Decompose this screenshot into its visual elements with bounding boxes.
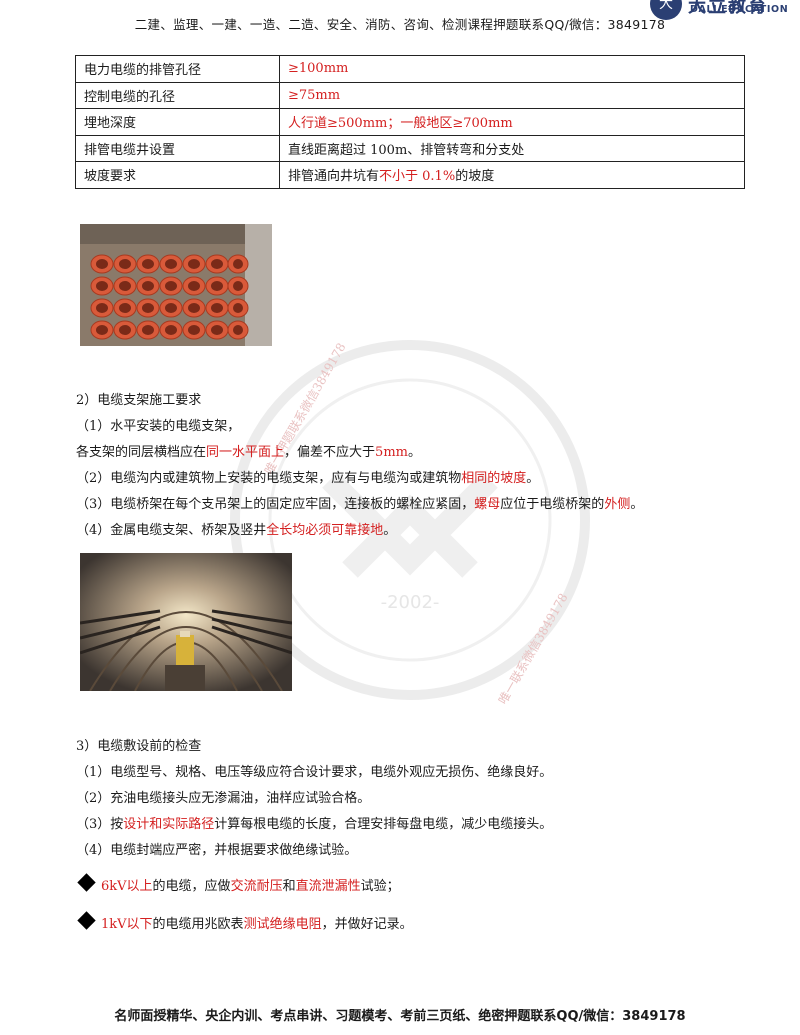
table-cell-value: 人行道≥500mm；一般地区≥700mm xyxy=(279,108,745,136)
section-2-item-4: （4）金属电缆支架、桥架及竖井全长均必须可靠接地。 xyxy=(76,523,397,538)
section-2-item-1: （1）水平安装的电缆支架， xyxy=(76,419,241,434)
bullet-low-voltage: 1kV以下的电缆用兆欧表测试绝缘电阻，并做好记录。 xyxy=(76,911,413,932)
table-cell-key: 排管电缆井设置 xyxy=(75,134,280,162)
table-row: 排管电缆井设置直线距离超过 100m、排管转弯和分支处 xyxy=(75,134,745,162)
table-cell-value: 直线距离超过 100m、排管转弯和分支处 xyxy=(279,134,745,162)
section-2-item-3: （3）电缆桥架在每个支吊架上的固定应牢固，连接板的螺栓应紧固，螺母应位于电缆桥架… xyxy=(76,497,644,512)
table-cell-key: 坡度要求 xyxy=(75,161,280,189)
cable-tunnel-photo xyxy=(80,553,292,691)
table-cell-key: 埋地深度 xyxy=(75,108,280,136)
table-cell-key: 控制电缆的孔径 xyxy=(75,81,280,109)
table-cell-value: ≥100mm xyxy=(279,55,745,83)
table-row: 电力电缆的排管孔径≥100mm xyxy=(75,55,745,83)
page-header: 二建、监理、一建、一造、二造、安全、消防、咨询、检测课程押题联系QQ/微信：38… xyxy=(134,17,666,32)
logo-brand: 大立教育 xyxy=(688,0,768,17)
bullet-high-voltage-text: 6kV以上的电缆，应做交流耐压和直流泄漏性试验； xyxy=(101,879,400,894)
logo-emblem-icon: 大 xyxy=(650,0,682,20)
section-2-title: 2）电缆支架施工要求 xyxy=(76,393,202,408)
table-cell-value: ≥75mm xyxy=(279,81,745,109)
section-3-title: 3）电缆敷设前的检查 xyxy=(76,739,202,754)
duct-pipes-photo xyxy=(80,224,272,346)
watermark-text-2: 唯一联系微信3849178 xyxy=(495,590,571,707)
bullet-high-voltage: 6kV以上的电缆，应做交流耐压和直流泄漏性试验； xyxy=(76,873,400,894)
section-3-item-2: （2）充油电缆接头应无渗漏油，油样应试验合格。 xyxy=(76,791,371,806)
diamond-bullet-icon xyxy=(77,873,96,892)
table-cell-key: 电力电缆的排管孔径 xyxy=(75,55,280,83)
section-3-item-1: （1）电缆型号、规格、电压等级应符合设计要求，电缆外观应无损伤、绝缘良好。 xyxy=(76,765,553,780)
page-footer: 名师面授精华、央企内训、考点串讲、习题模考、考前三页纸、绝密押题联系QQ/微信：… xyxy=(114,1009,686,1024)
section-2-item-1-detail: 各支架的同层横档应在同一水平面上，偏差不应大于5mm。 xyxy=(76,445,421,460)
table-row: 控制电缆的孔径≥75mm xyxy=(75,81,745,109)
table-row: 埋地深度人行道≥500mm；一般地区≥700mm xyxy=(75,108,745,136)
section-3-item-4: （4）电缆封端应严密，并根据要求做绝缘试验。 xyxy=(76,843,358,858)
logo-subtitle: DALI EDUCATION xyxy=(690,4,789,15)
watermark-year: -2002- xyxy=(381,592,440,613)
dali-logo: 大 大立教育 DALI EDUCATION xyxy=(648,0,800,22)
diamond-bullet-icon xyxy=(77,911,96,930)
table-row: 坡度要求排管通向井坑有不小于 0.1%的坡度 xyxy=(75,161,745,189)
section-2-item-2: （2）电缆沟内或建筑物上安装的电缆支架，应有与电缆沟或建筑物相同的坡度。 xyxy=(76,471,540,486)
bullet-low-voltage-text: 1kV以下的电缆用兆欧表测试绝缘电阻，并做好记录。 xyxy=(101,917,413,932)
table-cell-value: 排管通向井坑有不小于 0.1%的坡度 xyxy=(279,161,745,189)
section-3-item-3: （3）按设计和实际路径计算每根电缆的长度，合理安排每盘电缆，减少电缆接头。 xyxy=(76,817,553,832)
